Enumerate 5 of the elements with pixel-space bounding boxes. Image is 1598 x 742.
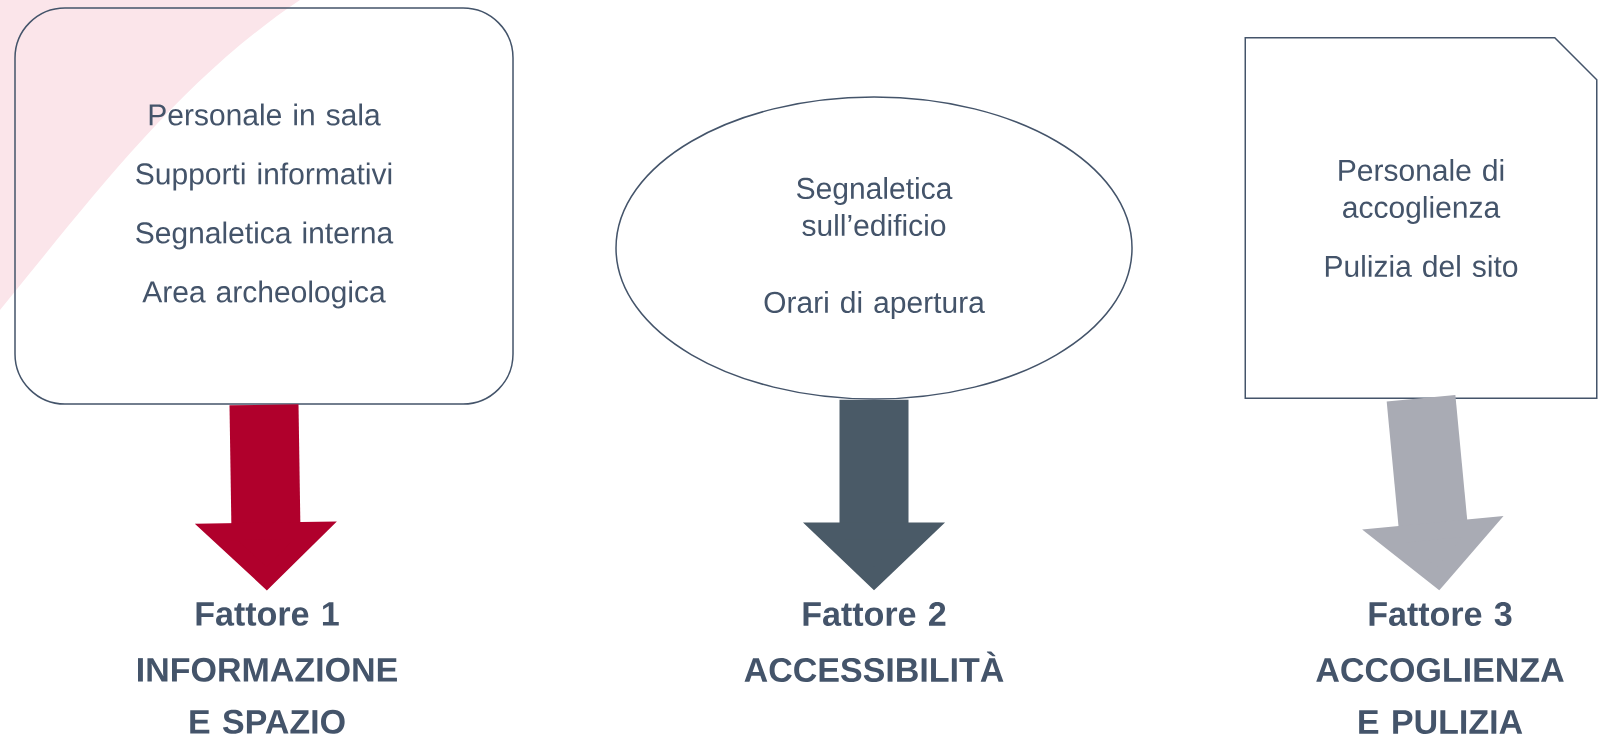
factor-label: Fattore 2 ACCESSIBILITÀ: [744, 601, 1004, 683]
rounded-box: Personale in sala Supporti informativi Segnaletica interna Area archeologica: [14, 7, 514, 405]
factor-label: Fattore 3 ACCOGLIENZA E PULIZIA: [1316, 601, 1564, 735]
note-box: Personale di accoglienza Pulizia del sito: [1244, 37, 1598, 399]
factor-label: Fattore 1 INFORMAZIONE E SPAZIO: [138, 602, 397, 734]
